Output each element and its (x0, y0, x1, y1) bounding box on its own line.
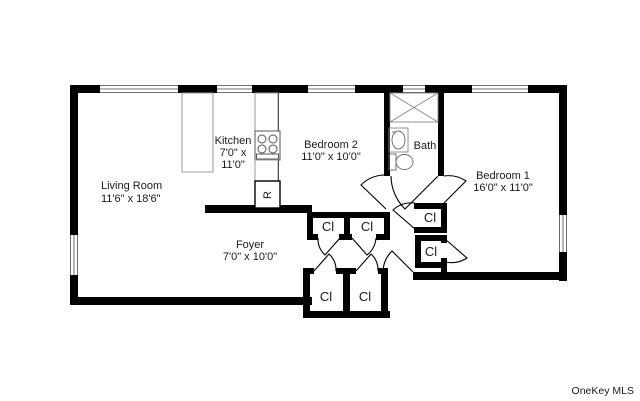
kitchen-counter (254, 92, 279, 132)
wall (307, 212, 313, 240)
wall (336, 268, 356, 274)
closet-block-upper (307, 212, 390, 240)
wall (414, 203, 447, 209)
kitchen-name: Kitchen (215, 135, 252, 147)
stove (254, 130, 281, 161)
door-swing-closet-c1 (317, 237, 341, 256)
door-swing-bedroom1 (443, 175, 467, 204)
door-swing-closet-c6 (355, 253, 379, 272)
wall (70, 297, 312, 305)
wall (70, 85, 78, 235)
door-swing-closet-c3 (392, 202, 416, 230)
kitchen-dims-1: 7'0" x (220, 147, 247, 159)
wall (384, 212, 390, 240)
exterior-walls (70, 85, 567, 305)
window (100, 85, 178, 93)
bath-fixtures (388, 92, 439, 171)
window (472, 85, 528, 93)
wall (381, 268, 388, 318)
wall (528, 85, 567, 93)
wall (559, 252, 567, 281)
sink (388, 127, 409, 153)
closet-block-hall (414, 203, 447, 272)
window (70, 235, 78, 275)
door-swing-bedroom2 (360, 174, 387, 210)
tub-shower (389, 92, 439, 123)
wall (252, 85, 308, 93)
wall (303, 311, 390, 318)
room-labels: Living Room 11'6" x 18'6" Kitchen 7'0" x… (101, 135, 533, 263)
wall (307, 234, 318, 240)
wall (413, 272, 567, 280)
wall (415, 235, 421, 268)
window (559, 215, 567, 252)
foyer-dims: 7'0" x 10'0" (223, 251, 277, 263)
wall (343, 268, 350, 318)
closet-label-c2: Cl (361, 219, 373, 234)
wall (415, 235, 447, 241)
door-swings (313, 174, 468, 273)
door-swing-entry (382, 250, 414, 273)
wall (178, 85, 217, 93)
bath-name: Bath (414, 140, 437, 152)
window (308, 85, 355, 93)
wall (441, 258, 447, 272)
window (403, 85, 425, 93)
wall (414, 227, 447, 233)
wall (441, 203, 447, 233)
closet-label-c1: Cl (322, 219, 334, 234)
refrigerator: R (254, 180, 281, 209)
closet-block-foyer (303, 268, 390, 318)
closet-label-c4: Cl (425, 244, 437, 259)
wall (303, 268, 314, 274)
bedroom2-name: Bedroom 2 (304, 139, 358, 151)
wall (70, 85, 100, 93)
wall (355, 85, 403, 93)
closet-label-c5: Cl (320, 289, 332, 304)
door-swing-closet-c2 (351, 237, 377, 256)
door-swing-closet-c4 (444, 238, 468, 264)
bedroom1-name: Bedroom 1 (476, 170, 530, 182)
wall (415, 262, 447, 268)
window (217, 85, 252, 93)
door-swing-bath (390, 175, 439, 210)
kitchen-fixtures: R (181, 92, 281, 209)
wall (339, 234, 352, 240)
living-room-dims: 11'6" x 18'6" (101, 193, 161, 205)
foyer-name: Foyer (236, 239, 264, 251)
watermark-onekey-mls: OneKey MLS (572, 385, 634, 397)
bedroom1-dims: 16'0" x 11'0" (473, 182, 533, 194)
wall (438, 93, 444, 176)
closet-label-c3: Cl (424, 210, 436, 225)
living-room-name: Living Room (101, 180, 162, 192)
kitchen-counter (254, 159, 279, 182)
kitchen-dims-2: 11'0" (221, 159, 245, 171)
wall (303, 268, 310, 318)
wall (441, 235, 447, 243)
door-swing-closet-c5 (313, 253, 337, 272)
kitchen-counter (181, 92, 214, 173)
wall (425, 85, 472, 93)
toilet (388, 153, 414, 171)
wall (205, 205, 312, 213)
wall (559, 85, 567, 215)
wall (344, 212, 350, 240)
wall (376, 234, 390, 240)
refrigerator-label: R (262, 191, 274, 199)
closet-labels: Cl Cl Cl Cl Cl Cl (320, 210, 437, 304)
bedroom2-dims: 11'0" x 10'0" (301, 151, 361, 163)
wall (384, 93, 390, 176)
wall (70, 275, 78, 300)
windows (70, 85, 567, 275)
closet-label-c6: Cl (359, 289, 371, 304)
